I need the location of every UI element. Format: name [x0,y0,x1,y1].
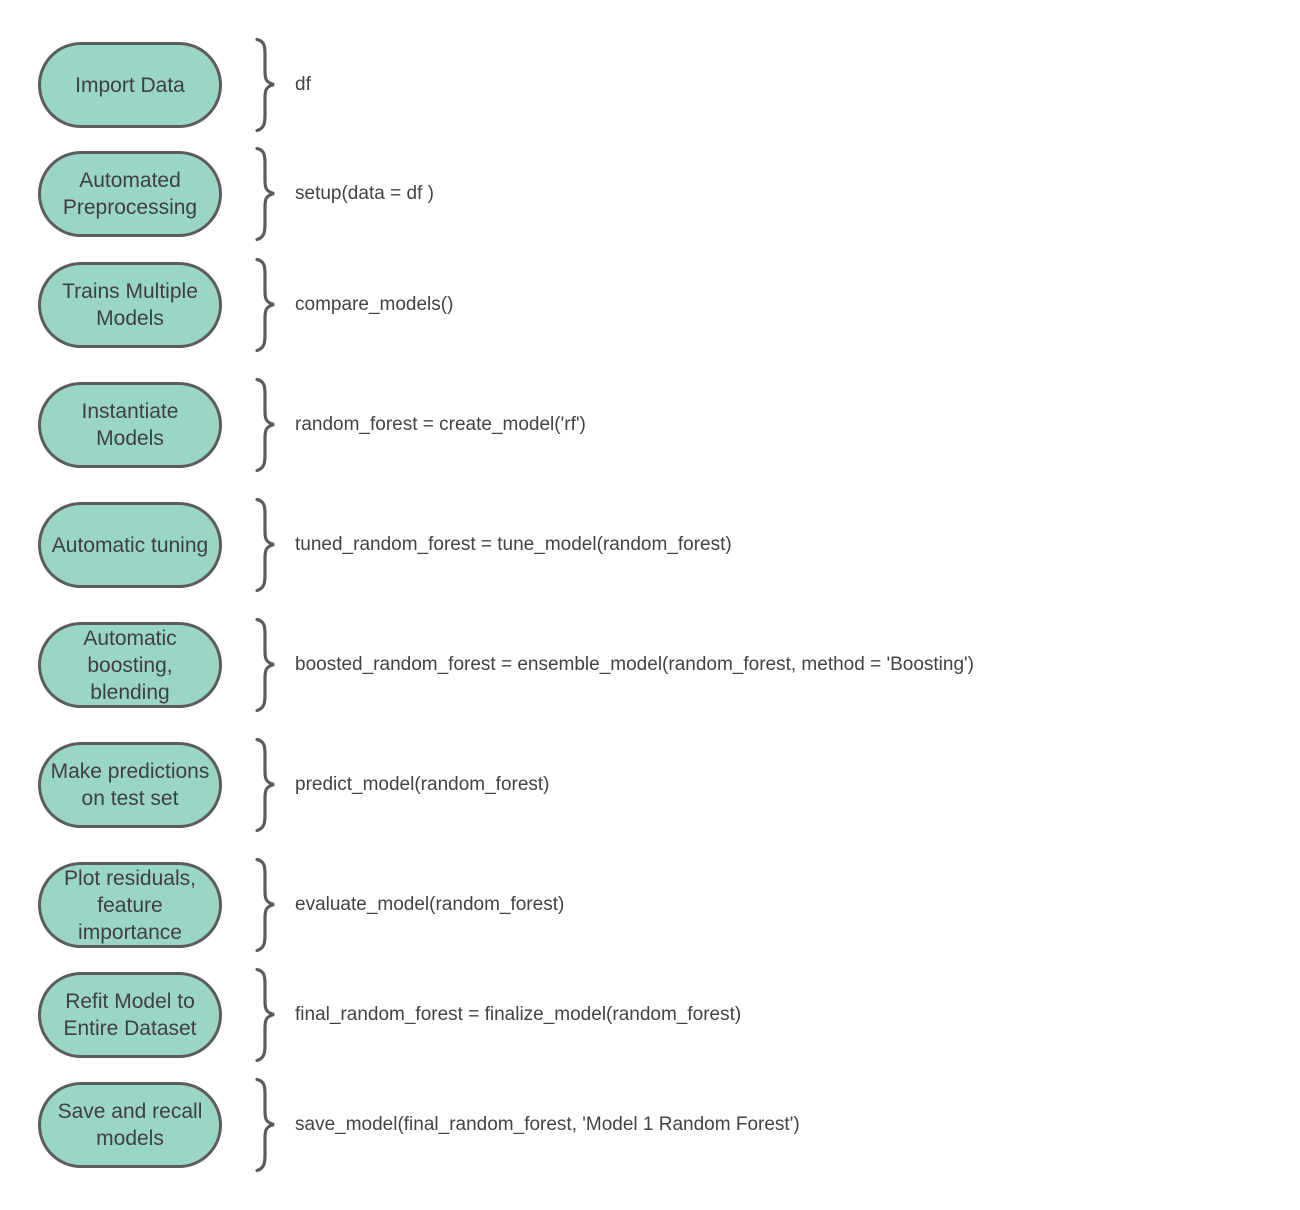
step-shape: Refit Model to Entire Dataset [38,972,222,1058]
step-shape: Automatic tuning [38,502,222,588]
brace-icon [255,967,275,1063]
step-label: Save and recall models [57,1100,203,1150]
brace-icon [255,857,275,953]
step-code: final_random_forest = finalize_model(ran… [295,1004,742,1025]
step-label: Automatic boosting, blending [83,626,177,704]
step-label: Plot residuals, feature importance [64,866,196,944]
brace-icon [255,377,275,473]
step-shape: Instantiate Models [38,382,222,468]
step-code: tuned_random_forest = tune_model(random_… [295,534,732,555]
step-code: df [295,74,311,95]
step-label: Refit Model to Entire Dataset [63,990,197,1040]
step-code: random_forest = create_model('rf') [295,414,586,435]
step-label: Instantiate Models [81,400,179,450]
brace-icon [255,617,275,713]
step-code: setup(data = df ) [295,183,434,204]
brace-icon [255,37,275,133]
workflow-row: Save and recall models save_model(final_… [0,1077,800,1173]
step-label: Make predictions on test set [50,760,210,810]
brace-icon [255,1077,275,1173]
workflow-row: Plot residuals, feature importance evalu… [0,857,564,953]
step-code: evaluate_model(random_forest) [295,894,565,915]
step-label: Automatic tuning [51,533,209,557]
brace-icon [255,497,275,593]
workflow-row: Import Data df [0,37,311,133]
step-shape: Trains Multiple Models [38,262,222,348]
workflow-row: Automatic boosting, blending boosted_ran… [0,617,974,713]
step-code: compare_models() [295,294,454,315]
workflow-row: Trains Multiple Models compare_models() [0,257,453,353]
brace-icon [255,257,275,353]
step-shape: Automatic boosting, blending [38,622,222,708]
workflow-row: Make predictions on test set predict_mod… [0,737,550,833]
step-label: Import Data [75,73,185,97]
step-shape: Make predictions on test set [38,742,222,828]
step-shape: Automated Preprocessing [38,151,222,237]
workflow-row: Refit Model to Entire Dataset final_rand… [0,967,741,1063]
step-shape: Plot residuals, feature importance [38,862,222,948]
workflow-row: Instantiate Models random_forest = creat… [0,377,586,473]
brace-icon [255,146,275,242]
step-code: predict_model(random_forest) [295,774,550,795]
step-shape: Save and recall models [38,1082,222,1168]
step-label: Automated Preprocessing [62,169,198,219]
brace-icon [255,737,275,833]
workflow-row: Automated Preprocessing setup(data = df … [0,146,434,242]
step-shape: Import Data [38,42,222,128]
step-code: save_model(final_random_forest, 'Model 1… [295,1114,800,1135]
step-code: boosted_random_forest = ensemble_model(r… [295,654,974,675]
step-label: Trains Multiple Models [62,280,198,330]
workflow-row: Automatic tuning tuned_random_forest = t… [0,497,732,593]
